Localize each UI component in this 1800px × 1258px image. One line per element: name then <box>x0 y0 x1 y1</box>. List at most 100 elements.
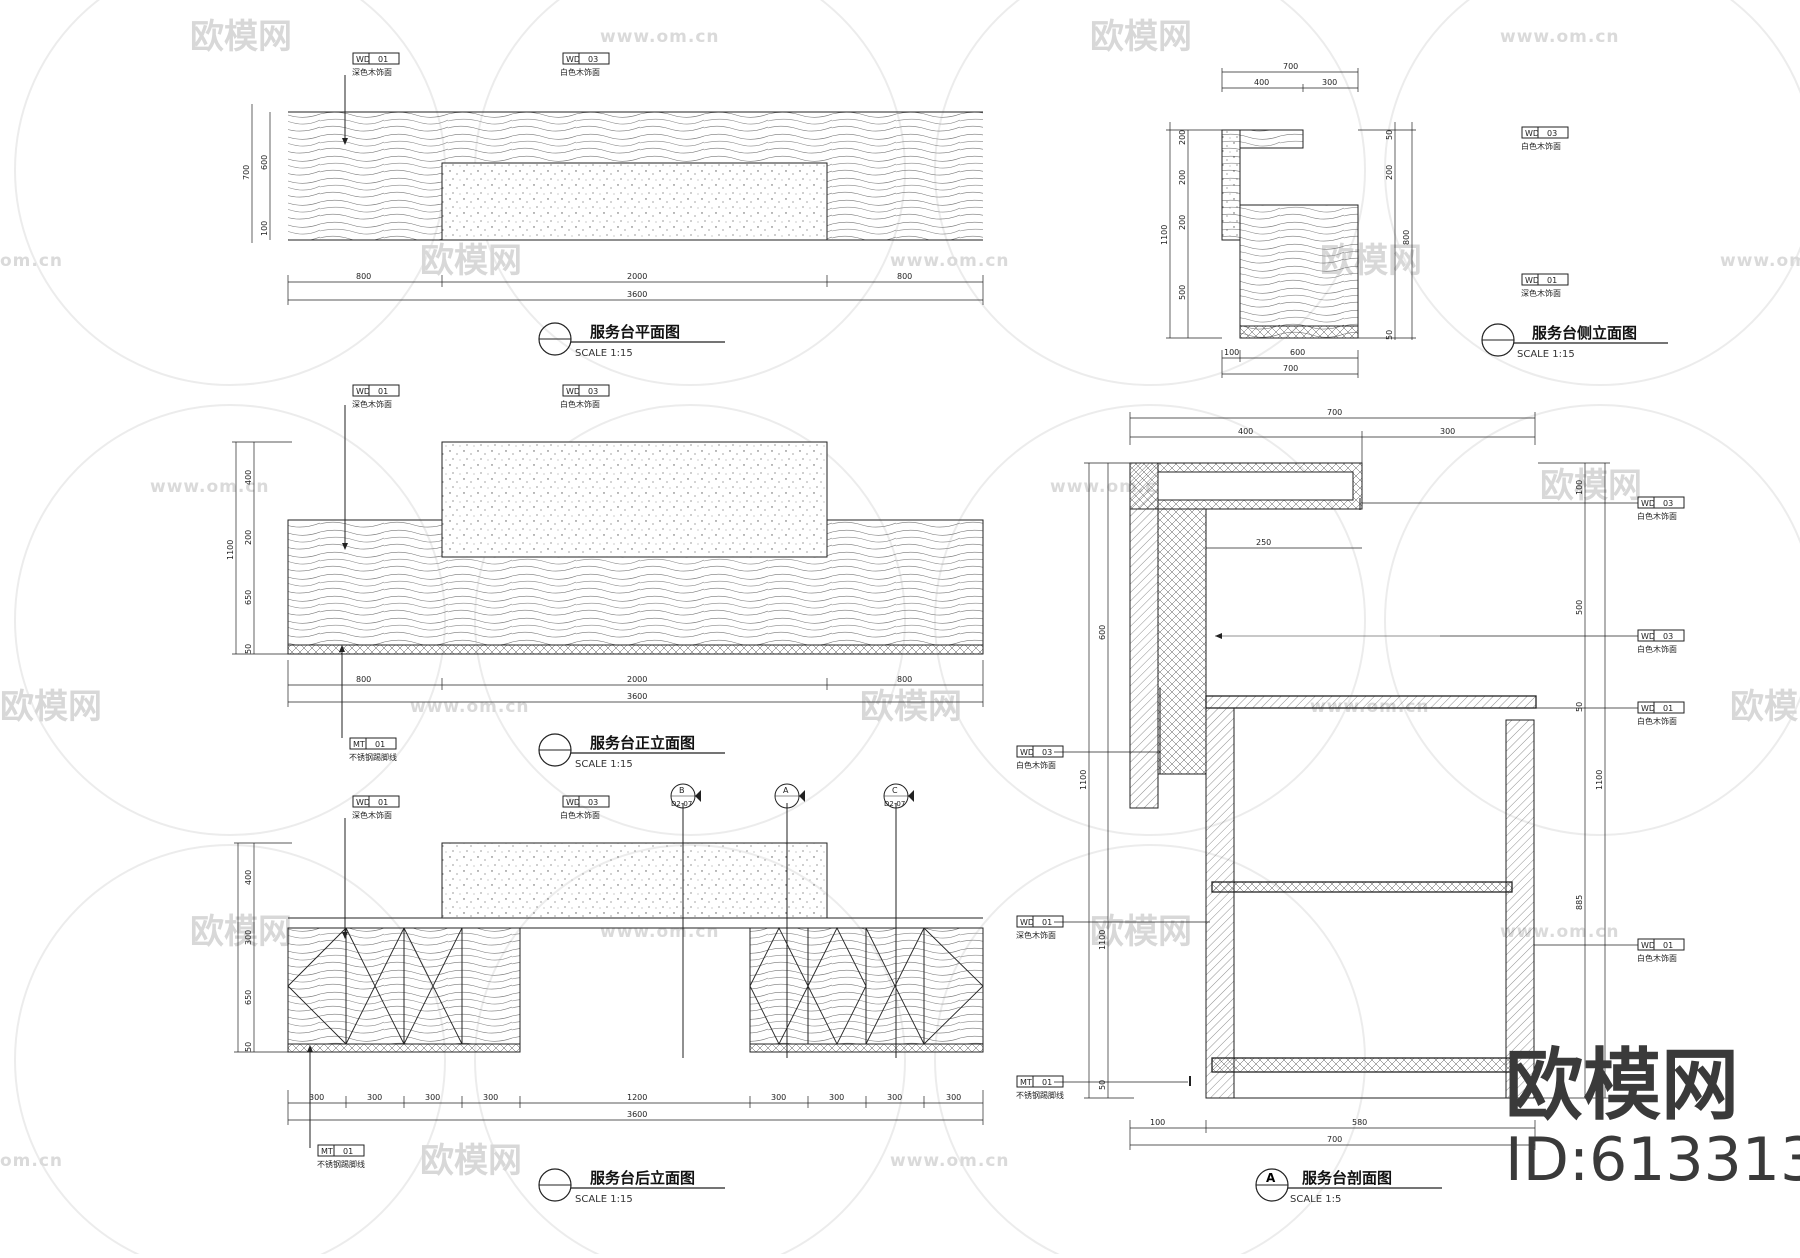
material-code: WD <box>1641 632 1655 641</box>
material-note: 白色木饰面 <box>1637 511 1677 521</box>
watermark-url: om.cn <box>0 251 63 271</box>
dimension-label: 300 <box>244 930 253 945</box>
material-note: 白色木饰面 <box>1521 141 1561 151</box>
material-code: WD <box>1641 499 1655 508</box>
material-note: 不锈钢踢脚线 <box>349 752 397 762</box>
dimension-label: 700 <box>1327 408 1342 417</box>
section-letter: A <box>783 786 789 795</box>
dimension-label: 300 <box>771 1093 786 1102</box>
dimension-label: 300 <box>887 1093 902 1102</box>
dimension-label: 50 <box>244 644 253 654</box>
material-number: 01 <box>1042 1078 1052 1087</box>
dimension-label: 2000 <box>627 272 647 281</box>
kick-plate <box>287 1043 521 1053</box>
dimension-label: 1100 <box>1079 770 1088 790</box>
material-number: 01 <box>1663 704 1673 713</box>
section-letter: C <box>892 786 898 795</box>
material-note: 白色木饰面 <box>1637 644 1677 654</box>
dimension-label: 650 <box>244 590 253 605</box>
material-code: WD <box>356 798 370 807</box>
dimension-label: 1100 <box>226 540 235 560</box>
section-letter: B <box>679 786 685 795</box>
dimension-label: 885 <box>1575 895 1584 910</box>
counter-stone-panel <box>441 842 828 919</box>
material-number: 03 <box>1663 499 1673 508</box>
dimension-label: 100 <box>1224 348 1239 357</box>
watermark-brand: 欧模网 <box>1540 466 1642 506</box>
dimension-label: 300 <box>425 1093 440 1102</box>
dimension-label: 1100 <box>1595 770 1604 790</box>
watermark-url: www.om.cn <box>1500 27 1620 47</box>
brand-logo: 欧模网 ID:613313 <box>1505 1041 1800 1195</box>
watermark-brand: 欧模网 <box>1090 17 1192 57</box>
front-elevation: WD 01 深色木饰面 WD 03 白色木饰面 MT 01 不锈钢踢脚线 800… <box>226 384 984 770</box>
side-elevation: 700 400 300 100 600 700 1100 200 200 200… <box>1160 62 1668 378</box>
section-letter: A <box>1266 1171 1276 1185</box>
view-title: 服务台侧立面图 <box>1532 324 1637 342</box>
counter-stone-panel <box>441 441 828 558</box>
dimension-label: 3600 <box>627 290 647 299</box>
dimension-label: 50 <box>1575 702 1584 712</box>
dimension-label: 50 <box>1385 130 1394 140</box>
dimension-label: 500 <box>1575 600 1584 615</box>
material-note: 白色木饰面 <box>560 67 600 77</box>
material-note: 深色木饰面 <box>352 810 392 820</box>
material-code: MT <box>1020 1078 1032 1087</box>
dimension-label: 300 <box>483 1093 498 1102</box>
dimension-label: 50 <box>244 1042 253 1052</box>
view-scale: SCALE 1:15 <box>1517 349 1575 360</box>
dimension-label: 200 <box>1385 165 1394 180</box>
view-scale: SCALE 1:15 <box>575 1194 633 1205</box>
dimension-label: 800 <box>897 675 912 684</box>
dimension-label: 250 <box>1256 538 1271 547</box>
material-code: WD <box>1020 748 1034 757</box>
material-note: 不锈钢踢脚线 <box>317 1159 365 1169</box>
dimension-label: 700 <box>1283 62 1298 71</box>
dimension-label: 100 <box>1150 1118 1165 1127</box>
dimension-label: 100 <box>260 221 269 236</box>
dimension-label: 600 <box>260 155 269 170</box>
view-scale: SCALE 1:5 <box>1290 1194 1341 1205</box>
dimension-label: 300 <box>829 1093 844 1102</box>
dimension-label: 200 <box>1178 170 1187 185</box>
material-note: 深色木饰面 <box>352 399 392 409</box>
material-note: 深色木饰面 <box>1521 288 1561 298</box>
material-number: 03 <box>1042 748 1052 757</box>
watermark-brand: 欧模网 <box>420 1141 522 1181</box>
material-code: WD <box>1641 704 1655 713</box>
material-number: 01 <box>375 740 385 749</box>
dimension-label: 400 <box>244 470 253 485</box>
dimension-label: 400 <box>1238 427 1253 436</box>
view-title: 服务台后立面图 <box>590 1169 695 1187</box>
watermark-url: om.cn <box>0 1151 63 1171</box>
section-view: 700 400 300 250 100 580 700 600 1100 110… <box>1016 408 1685 1205</box>
plan-view: WD 01 深色木饰面 WD 03 白色木饰面 800 2000 800 360… <box>242 52 984 359</box>
material-note: 白色木饰面 <box>1016 760 1056 770</box>
section-mark-a: A <box>774 783 805 809</box>
counter-top-stone <box>441 162 828 241</box>
watermark-url: www.om.cn <box>410 697 530 717</box>
watermark-url: www.om.cn <box>890 1151 1010 1171</box>
material-note: 白色木饰面 <box>1637 953 1677 963</box>
section-mark-b: B D2-07 <box>670 783 701 809</box>
material-number: 03 <box>588 387 598 396</box>
material-code: WD <box>1020 918 1034 927</box>
kick-plate <box>749 1043 984 1053</box>
back-elevation: B D2-07 A C D2-07 WD 01 深色木饰面 WD 03 白色木饰… <box>234 783 984 1205</box>
dimension-label: 580 <box>1352 1118 1367 1127</box>
material-number: 01 <box>1663 941 1673 950</box>
material-number: 03 <box>1547 129 1557 138</box>
dimension-label: 300 <box>309 1093 324 1102</box>
material-number: 03 <box>1663 632 1673 641</box>
material-code: MT <box>321 1147 333 1156</box>
material-number: 01 <box>1547 276 1557 285</box>
material-number: 01 <box>1042 918 1052 927</box>
dimension-label: 800 <box>356 675 371 684</box>
dimension-label: 200 <box>1178 130 1187 145</box>
material-number: 01 <box>378 55 388 64</box>
kick-plate <box>287 644 984 655</box>
view-scale: SCALE 1:15 <box>575 348 633 359</box>
material-code: WD <box>1641 941 1655 950</box>
dimension-label: 600 <box>1098 625 1107 640</box>
